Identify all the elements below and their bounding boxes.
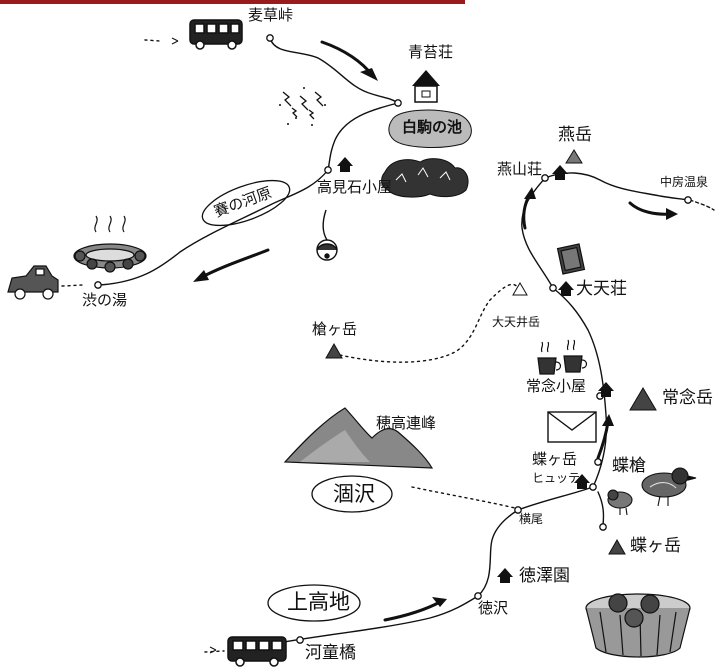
label-nakabusa-onsen: 中房温泉: [660, 175, 709, 189]
birds-icon: [607, 467, 697, 516]
bus-exhaust-top: [171, 37, 179, 45]
label-karasawa: 涸沢: [333, 482, 375, 506]
sparkles-icon: [282, 91, 324, 120]
trail-chogatake-ridge: [552, 287, 608, 488]
label-daitenjo-dake: 大天井岳: [492, 315, 541, 329]
moss-forest-icon: [381, 158, 469, 198]
dotted-car-trail: [61, 284, 85, 287]
label-shirakoma-ike: 白駒の池: [402, 118, 463, 136]
peak-daitenjo-icon: [512, 282, 528, 296]
label-tsubakuro-dake: 燕岳: [558, 125, 592, 145]
arrowhead-shibunoyu: [193, 270, 209, 282]
waypoint-shirakoma: [394, 99, 402, 107]
top-accent-bar: [0, 0, 465, 4]
shirakoma-lake-shape: [388, 109, 472, 148]
hut-enzanso-icon: [552, 165, 568, 180]
arrow-up-enzanso: [522, 192, 532, 230]
waypoint-tokusawa: [474, 592, 482, 600]
arrowhead-nakabusa: [666, 208, 678, 220]
trail-tokusawa-to-yokoo: [477, 509, 519, 597]
label-tokusawaen: 徳澤園: [519, 566, 570, 586]
label-kamikochi: 上高地: [287, 590, 350, 614]
sparkle-dots: [279, 87, 326, 126]
label-mugikusa-toge: 麦草峠: [248, 6, 294, 24]
waypoint-nakabusa: [684, 196, 692, 204]
book-icon: [556, 243, 586, 275]
arrow-to-nakabusa: [628, 201, 672, 216]
waypoint-yokoo: [514, 506, 522, 514]
hut-daitenso-icon: [558, 281, 574, 296]
label-jonen-dake: 常念岳: [662, 388, 713, 408]
sai-no-kawara-bubble: [201, 179, 291, 227]
bus-bottom-icon: [227, 636, 287, 667]
coffee-cups-icon: [537, 339, 588, 375]
peak-yari-icon: [325, 342, 343, 359]
peak-choga-icon: [608, 538, 626, 555]
label-takami-ishi-goya: 高見石小屋: [317, 178, 393, 196]
hot-spring-icon: [73, 215, 147, 273]
trail-mugikusa-to-shirakoma: [269, 37, 399, 104]
label-cho-yari: 蝶槍: [612, 456, 646, 476]
peak-tsubakuro-icon: [565, 149, 583, 164]
hut-choga-hutte-icon: [574, 474, 590, 489]
arrow-to-seitaiso: [320, 40, 374, 77]
hut-jonen-goya-icon: [598, 382, 614, 397]
kamikochi-bubble: [267, 584, 361, 622]
label-daitenso: 大天荘: [576, 279, 627, 299]
trail-to-chogatake-peak: [597, 491, 605, 526]
waypoint-mugikusa: [266, 34, 274, 42]
label-shibu-no-yu: 渋の湯: [82, 291, 128, 309]
peak-jonen-icon: [629, 387, 657, 411]
car-icon: [7, 265, 59, 300]
fruit-tub-icon: [585, 593, 691, 658]
label-jonen-goya: 常念小屋: [526, 377, 587, 395]
hotaka-mountains-icon: [283, 407, 434, 469]
waypoint-takami: [324, 166, 332, 174]
trail-enzanso-to-nakabusa: [544, 172, 689, 201]
label-enzanso: 燕山荘: [497, 160, 543, 178]
trail-daiten-to-enzanso: [521, 177, 554, 289]
dotted-bus2-trail: [204, 650, 225, 653]
hut-takami-icon: [337, 157, 353, 172]
label-choga-take-hutte-1: 蝶ヶ岳: [532, 450, 578, 468]
trail-takami-to-shibunoyu: [99, 169, 329, 286]
waypoint-kappabashi: [296, 636, 304, 644]
label-yokoo: 横尾: [519, 512, 544, 526]
label-choga-take-hutte-2: ヒュッテ: [532, 471, 581, 485]
hut-seitaiso-icon: [412, 70, 440, 103]
trail-shirakoma-to-takami: [327, 102, 399, 171]
bear-bell-icon: [316, 209, 338, 261]
waypoint-cho-yari: [594, 458, 602, 466]
bus-exhaust-bottom: [209, 646, 217, 654]
waypoint-choga-hutte: [589, 483, 597, 491]
waypoint-enzanso: [541, 174, 549, 182]
arrowhead-seitaiso: [360, 68, 378, 81]
waypoint-shibunoyu: [94, 281, 102, 289]
label-yari-ga-take: 槍ヶ岳: [312, 320, 358, 338]
waypoint-choga-peak: [599, 523, 607, 531]
label-seitaiso: 青苔荘: [408, 43, 454, 61]
dotted-karasawa-to-yokoo: [411, 486, 516, 509]
hut-tokusawaen-icon: [497, 568, 513, 583]
label-choga-take: 蝶ヶ岳: [630, 536, 681, 556]
trail-yokoo-to-chogatake-hutte: [517, 486, 594, 511]
arrowhead-cho-yari: [602, 414, 614, 426]
bus-top-icon: [189, 19, 243, 50]
waypoint-daitenso: [549, 284, 557, 292]
dotted-bus-trail: [144, 39, 163, 42]
arrowhead-enzanso: [524, 187, 536, 199]
label-tokusawa: 徳沢: [478, 599, 509, 617]
arrowhead-kamikochi: [432, 597, 447, 607]
envelope-icon: [547, 411, 597, 443]
arrow-to-shibunoyu: [198, 248, 270, 280]
label-kappa-bashi: 河童橋: [305, 643, 356, 663]
arrow-up-kamikochi: [383, 600, 442, 622]
label-hotaka-renpo: 穂高連峰: [376, 414, 437, 432]
trail-nakabusa-exit: [689, 199, 715, 211]
karasawa-bubble: [311, 475, 393, 513]
dotted-yari-to-daiten: [339, 283, 521, 363]
